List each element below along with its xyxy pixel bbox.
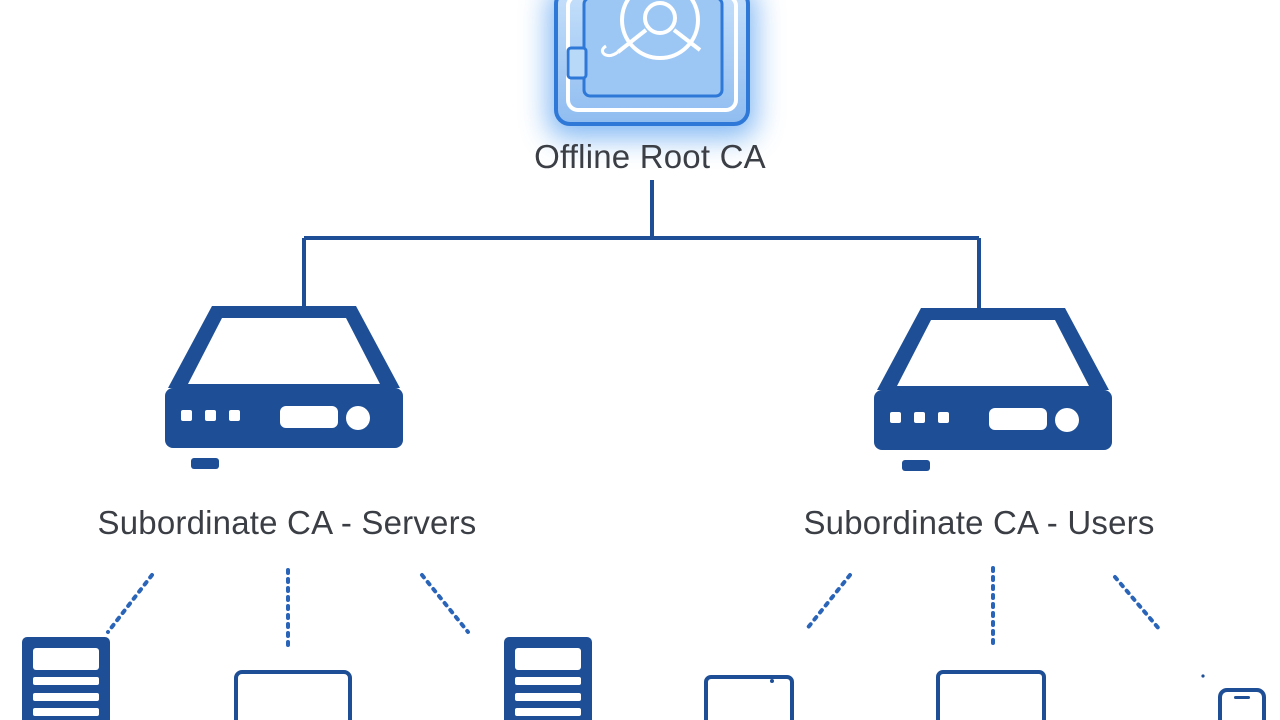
server-appliance-icon: [874, 308, 1112, 471]
server-rack-icon: [504, 637, 592, 720]
root-ca-label: Offline Root CA: [534, 138, 766, 175]
root-connector-lines: [302, 180, 981, 308]
server-appliance-icon: [165, 306, 403, 469]
dotted-links-servers: [106, 568, 470, 652]
dotted-links-users: [804, 566, 1162, 650]
laptop-icon: [936, 670, 1046, 720]
phone-icon: [1201, 674, 1266, 720]
server-rack-icon: [22, 637, 110, 720]
tablet-icon: [704, 675, 794, 720]
vault-safe-icon: [548, 0, 756, 138]
subordinate-ca-users-label: Subordinate CA - Users: [803, 504, 1155, 541]
subordinate-ca-servers-label: Subordinate CA - Servers: [97, 504, 477, 541]
laptop-icon: [234, 670, 352, 720]
